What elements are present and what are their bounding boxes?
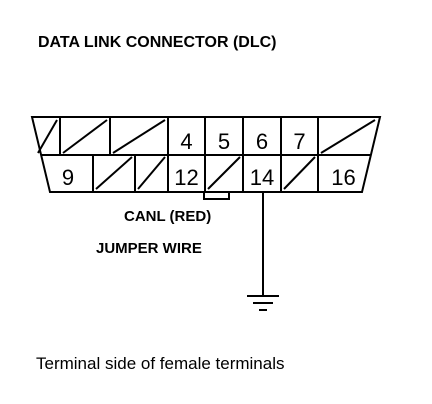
pin-row-bottom: 9 12 14 16 [62, 155, 356, 191]
empty-cavity-slash [283, 156, 316, 190]
jumper-wire-label: JUMPER WIRE [96, 240, 202, 257]
empty-cavity-slash [37, 119, 58, 154]
empty-cavity-slash [320, 119, 376, 154]
jumper-bracket [203, 192, 230, 200]
canl-label: CANL (RED) [124, 208, 211, 225]
empty-cavity-slash [137, 156, 166, 190]
pin-label: 5 [218, 129, 230, 154]
empty-cavity-slash [207, 156, 241, 190]
jumper-wire [203, 192, 264, 295]
pin-label: 12 [174, 165, 198, 190]
empty-cavity-slash [112, 119, 166, 154]
diagram-caption: Terminal side of female terminals [36, 354, 284, 373]
empty-cavity-slash [95, 156, 133, 190]
empty-cavity-slash [62, 119, 108, 154]
pin-label: 6 [256, 129, 268, 154]
ground-symbol-icon [247, 295, 279, 311]
connector-outline [30, 116, 382, 193]
pin-label: 7 [293, 129, 305, 154]
diagram-title: DATA LINK CONNECTOR (DLC) [38, 34, 277, 51]
pin-label: 9 [62, 165, 74, 190]
pin-label: 16 [331, 165, 355, 190]
pin-label: 4 [180, 129, 192, 154]
pin-label: 14 [250, 165, 274, 190]
